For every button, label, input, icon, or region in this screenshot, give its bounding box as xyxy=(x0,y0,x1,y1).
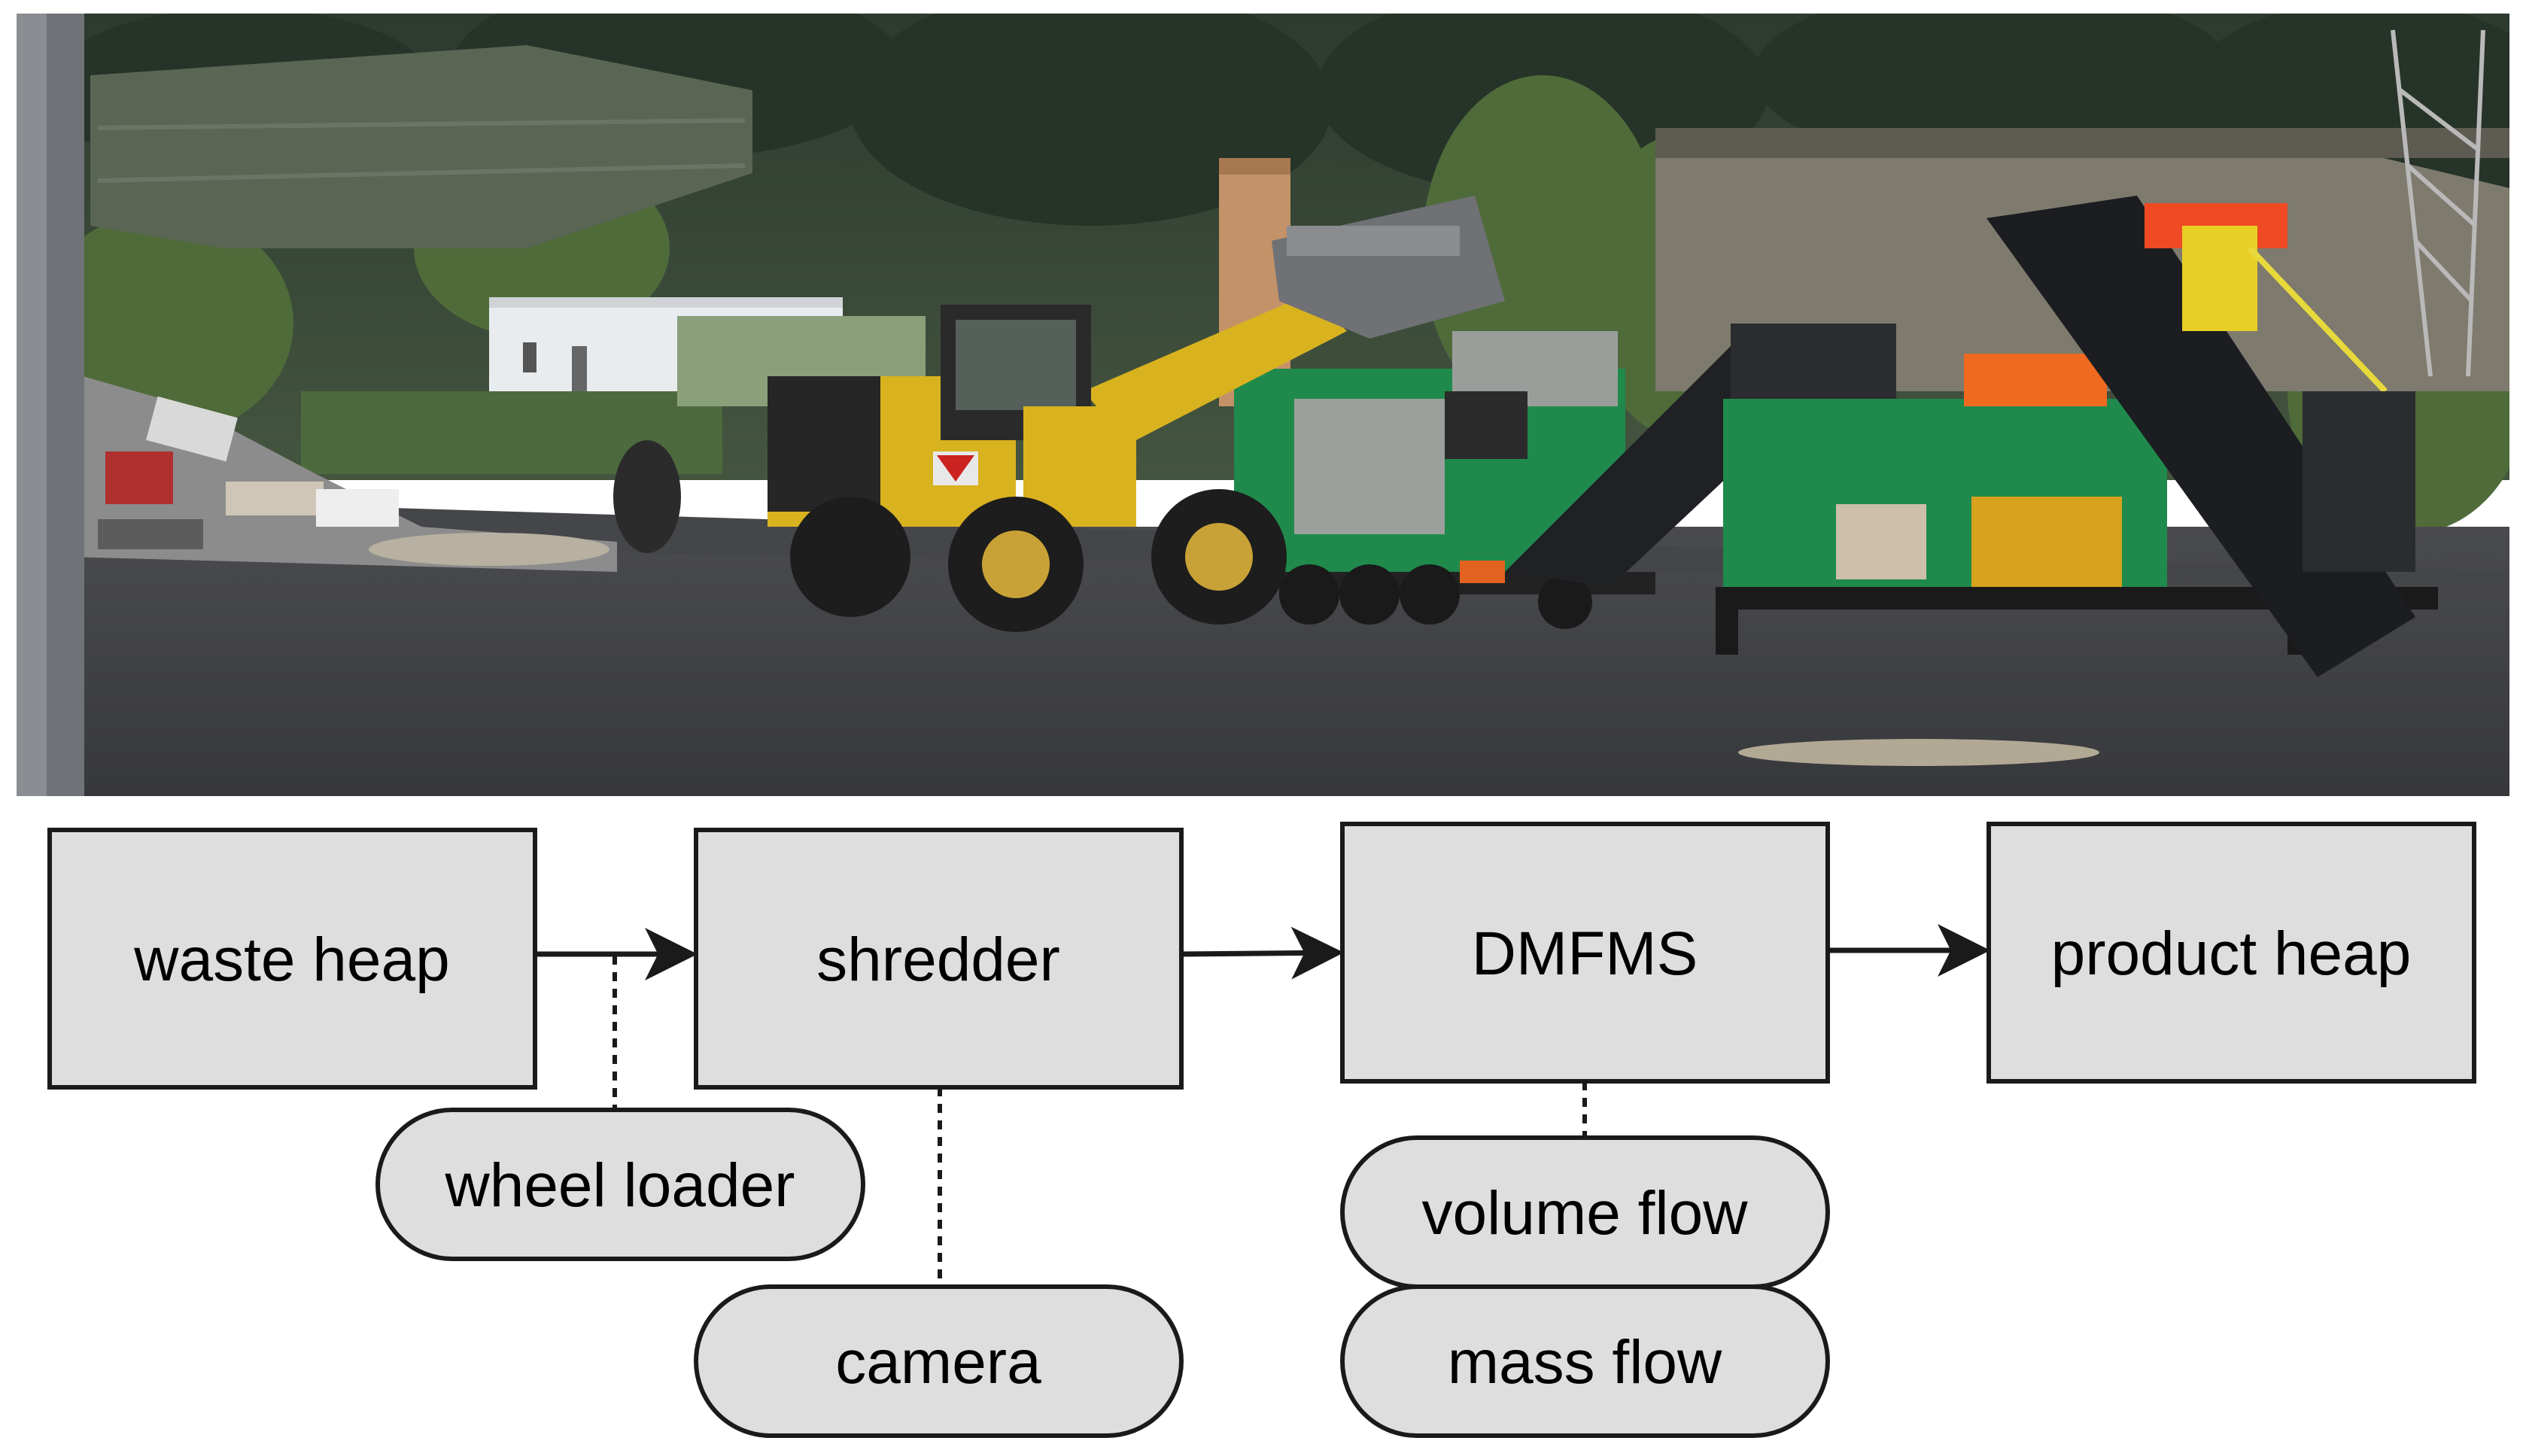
process-box-dmfms: DMFMS xyxy=(1340,822,1830,1084)
ground-debris xyxy=(1738,739,2099,766)
hillside xyxy=(90,45,752,248)
volume-flow-label: volume flow xyxy=(1422,1179,1749,1248)
wheel-loader-label: wheel loader xyxy=(445,1151,795,1220)
process-box-product-heap: product heap xyxy=(1986,822,2476,1084)
mass-flow-label: mass flow xyxy=(1448,1328,1722,1397)
process-box-shredder: shredder xyxy=(694,828,1184,1090)
sensor-wheel-loader: wheel loader xyxy=(375,1108,865,1261)
dmfms-label: DMFMS xyxy=(1472,919,1698,988)
process-box-waste-heap: waste heap xyxy=(47,828,537,1090)
sensor-mass-flow: mass flow xyxy=(1340,1284,1830,1438)
arrow-shredder-to-dmfms xyxy=(1181,926,1344,980)
product-heap-label: product heap xyxy=(2051,919,2412,988)
lattice-tower xyxy=(2391,29,2485,377)
hillside-terraces xyxy=(97,118,746,183)
wheel-loader xyxy=(613,196,1505,632)
sensor-camera: camera xyxy=(694,1284,1184,1438)
waste-pile xyxy=(68,376,617,572)
waste-heap-label: waste heap xyxy=(133,926,449,994)
shredder-label: shredder xyxy=(816,926,1060,994)
camera-label: camera xyxy=(835,1328,1041,1397)
sensor-volume-flow: volume flow xyxy=(1340,1135,1830,1289)
